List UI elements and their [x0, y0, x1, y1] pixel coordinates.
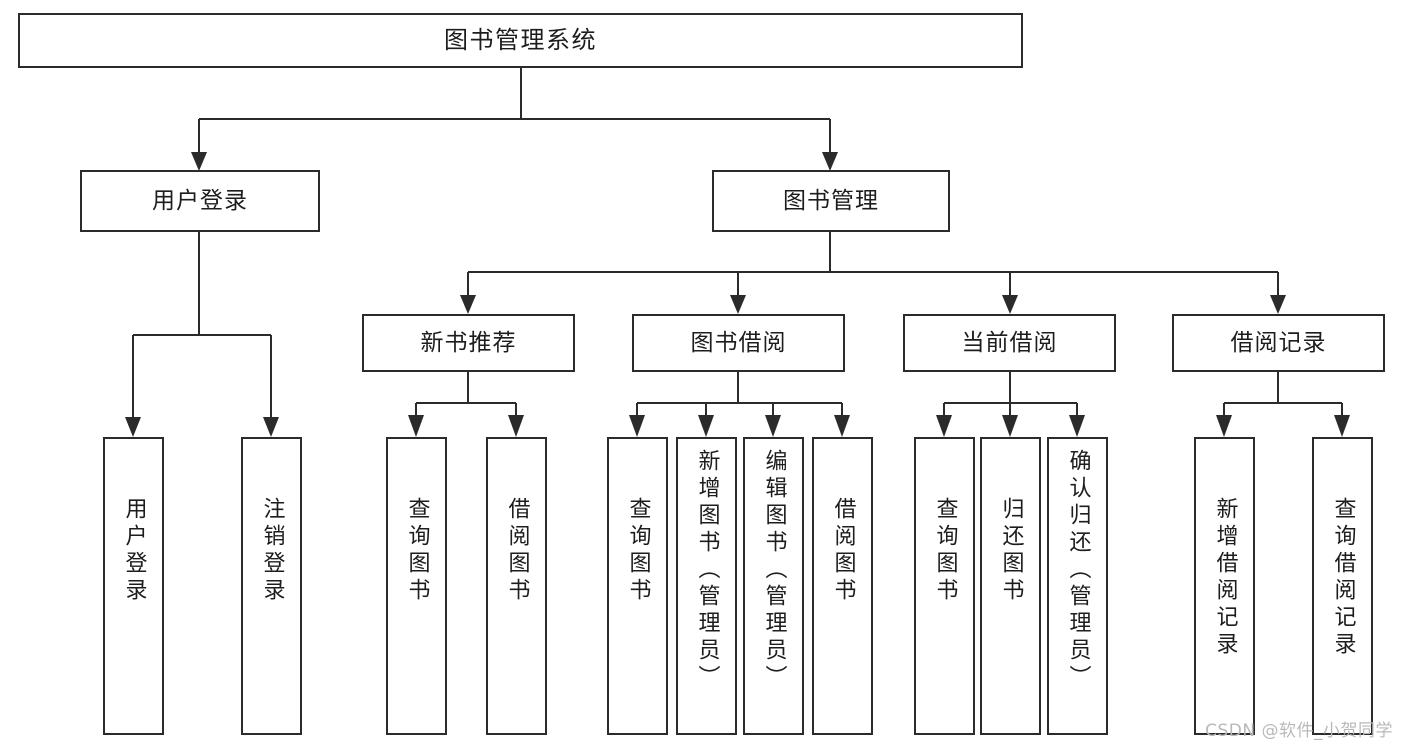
node-leaf-add-book-label: 新增图书（管理员）: [694, 449, 720, 692]
arrow-head-user-login: [191, 152, 207, 171]
arrow-head-book-manage: [822, 152, 838, 171]
arrow-head-borrow-record: [1270, 295, 1286, 314]
arrow-head-leaf-query-record: [1334, 415, 1350, 437]
node-leaf-user-login[interactable]: 用户登录: [103, 437, 164, 735]
node-leaf-return-book-label: 归还图书: [998, 497, 1024, 605]
node-new-book-recommend-label: 新书推荐: [420, 329, 517, 356]
node-borrow-record-label: 借阅记录: [1230, 329, 1327, 356]
arrow-head-leaf-query-book-1: [408, 415, 424, 437]
node-borrow-record[interactable]: 借阅记录: [1172, 314, 1385, 372]
node-leaf-query-book-2-label: 查询图书: [625, 497, 651, 605]
watermark: CSDN @软件_小贺同学: [1205, 721, 1393, 741]
arrow-head-leaf-logout: [263, 417, 279, 437]
node-leaf-query-record-label: 查询借阅记录: [1330, 497, 1356, 659]
arrow-head-current-borrow: [1002, 295, 1018, 314]
node-leaf-user-login-label: 用户登录: [121, 497, 147, 605]
node-leaf-query-record[interactable]: 查询借阅记录: [1312, 437, 1373, 735]
node-leaf-borrow-book-1-label: 借阅图书: [504, 497, 530, 605]
arrow-head-leaf-edit-book: [765, 415, 781, 437]
node-book-borrow[interactable]: 图书借阅: [632, 314, 845, 372]
arrow-head-leaf-query-book-2: [629, 415, 645, 437]
node-leaf-edit-book-label: 编辑图书（管理员）: [761, 449, 787, 692]
arrow-head-leaf-query-book-3: [936, 415, 952, 437]
node-book-manage[interactable]: 图书管理: [712, 170, 950, 232]
node-leaf-query-book-2[interactable]: 查询图书: [607, 437, 668, 735]
arrow-head-leaf-add-book: [698, 415, 714, 437]
arrow-head-leaf-borrow-book-1: [508, 415, 524, 437]
node-leaf-query-book-1-label: 查询图书: [404, 497, 430, 605]
node-leaf-confirm-return[interactable]: 确认归还（管理员）: [1047, 437, 1108, 735]
node-leaf-query-book-1[interactable]: 查询图书: [386, 437, 447, 735]
node-leaf-add-record-label: 新增借阅记录: [1212, 497, 1238, 659]
node-user-login[interactable]: 用户登录: [80, 170, 320, 232]
node-leaf-borrow-book-2[interactable]: 借阅图书: [812, 437, 873, 735]
node-new-book-recommend[interactable]: 新书推荐: [362, 314, 575, 372]
node-leaf-edit-book[interactable]: 编辑图书（管理员）: [743, 437, 804, 735]
node-leaf-return-book[interactable]: 归还图书: [980, 437, 1041, 735]
node-leaf-query-book-3[interactable]: 查询图书: [914, 437, 975, 735]
node-leaf-borrow-book-1[interactable]: 借阅图书: [486, 437, 547, 735]
node-leaf-logout[interactable]: 注销登录: [241, 437, 302, 735]
node-leaf-query-book-3-label: 查询图书: [932, 497, 958, 605]
node-leaf-add-record[interactable]: 新增借阅记录: [1194, 437, 1255, 735]
arrow-head-leaf-return-book: [1002, 415, 1018, 437]
node-current-borrow-label: 当前借阅: [961, 329, 1058, 356]
node-leaf-add-book[interactable]: 新增图书（管理员）: [676, 437, 737, 735]
arrow-head-new-book-recommend: [460, 295, 476, 314]
node-leaf-confirm-return-label: 确认归还（管理员）: [1065, 449, 1091, 692]
arrow-head-leaf-add-record: [1216, 415, 1232, 437]
node-leaf-logout-label: 注销登录: [259, 497, 285, 605]
arrow-head-leaf-confirm-return: [1069, 415, 1085, 437]
node-book-manage-label: 图书管理: [783, 187, 879, 214]
arrow-head-leaf-user-login: [125, 417, 141, 437]
node-leaf-borrow-book-2-label: 借阅图书: [830, 497, 856, 605]
node-root[interactable]: 图书管理系统: [18, 13, 1023, 68]
node-user-login-label: 用户登录: [152, 187, 248, 214]
node-book-borrow-label: 图书借阅: [690, 329, 787, 356]
arrow-head-book-borrow: [730, 295, 746, 314]
arrow-head-leaf-borrow-book-2: [834, 415, 850, 437]
node-root-label: 图书管理系统: [444, 25, 597, 54]
node-current-borrow[interactable]: 当前借阅: [903, 314, 1116, 372]
